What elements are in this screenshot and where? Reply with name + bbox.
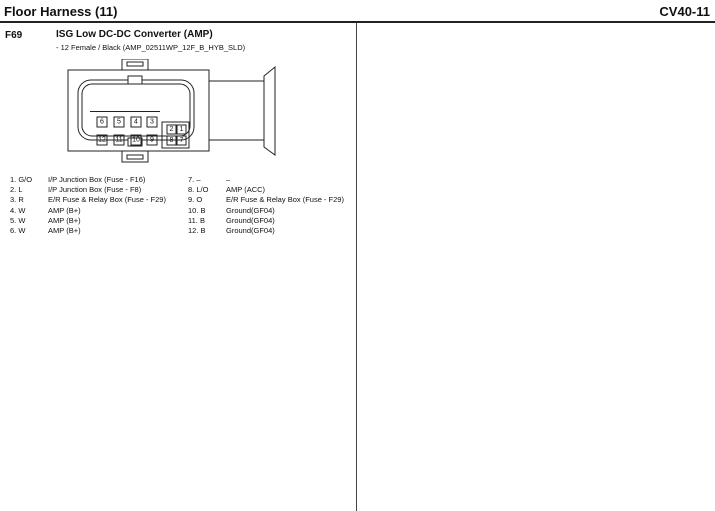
pin-label: 1 bbox=[180, 126, 184, 133]
pin-destination: AMP (B+) bbox=[48, 225, 81, 235]
pin-4 bbox=[130, 116, 142, 128]
pin-label: 5 bbox=[117, 119, 121, 126]
pin-destination: I/P Junction Box (Fuse - F8) bbox=[48, 185, 142, 195]
page-code: CV40-11 bbox=[659, 4, 710, 19]
pin-6 bbox=[96, 116, 108, 128]
pin-8 bbox=[166, 135, 177, 146]
pin-number: 12. B bbox=[188, 225, 206, 235]
pin-number: 10. B bbox=[188, 205, 206, 215]
pin-label: 3 bbox=[150, 119, 154, 126]
pin-destination: AMP (ACC) bbox=[226, 185, 266, 195]
pin-destination: Ground(GF04) bbox=[226, 215, 275, 225]
pin-number: 7. – bbox=[188, 175, 201, 184]
pin-number: 9. O bbox=[188, 195, 203, 205]
pin-11 bbox=[113, 134, 125, 146]
pin-7 bbox=[176, 135, 187, 146]
pin-number: 1. G/O bbox=[10, 175, 33, 184]
pin-label: 8 bbox=[170, 137, 174, 144]
pin-number: 6. W bbox=[10, 225, 26, 235]
page-title: Floor Harness (11) bbox=[4, 4, 118, 19]
pin-number: 8. L/O bbox=[188, 185, 209, 195]
pin-label: 9 bbox=[150, 137, 154, 144]
pin-destination: E/R Fuse & Relay Box (Fuse - F29) bbox=[48, 195, 166, 205]
pin-number: 2. L bbox=[10, 185, 23, 195]
wire-guide bbox=[209, 65, 276, 156]
pin-destination: – bbox=[226, 175, 231, 184]
pin-row: 1. G/O I/P Junction Box (Fuse - F16) 7. … bbox=[10, 175, 355, 185]
pin-label: 11 bbox=[115, 137, 122, 144]
pin-3 bbox=[146, 116, 158, 128]
pin-number: 4. W bbox=[10, 205, 26, 215]
pin-label: 10 bbox=[132, 137, 140, 144]
connector-diagram: 6 5 4 3 2 1 12 11 10 9 8 7 bbox=[67, 59, 276, 163]
pin-number: 3. R bbox=[10, 195, 24, 205]
bottom-latch bbox=[121, 150, 149, 163]
connector-name: ISG Low DC-DC Converter (AMP) bbox=[56, 29, 213, 40]
pin-label: 6 bbox=[100, 119, 104, 126]
pin-row: 5. W AMP (B+) 11. B Ground(GF04) bbox=[10, 216, 355, 226]
pin-2 bbox=[166, 124, 177, 135]
pin-destination: I/P Junction Box (Fuse - F16) bbox=[48, 175, 146, 184]
pin-number: 11. B bbox=[188, 215, 205, 225]
pin-destination: AMP (B+) bbox=[48, 205, 81, 215]
pin-destination: E/R Fuse & Relay Box (Fuse - F29) bbox=[226, 195, 344, 205]
connector-id: F69 bbox=[5, 30, 23, 41]
pin-row: 6. W AMP (B+) 12. B Ground(GF04) bbox=[10, 226, 355, 236]
pin-row: 2. L I/P Junction Box (Fuse - F8) 8. L/O… bbox=[10, 185, 355, 195]
connector-body bbox=[67, 69, 210, 152]
pin-9 bbox=[146, 134, 158, 146]
pin-12 bbox=[96, 134, 108, 146]
top-latch bbox=[121, 59, 149, 71]
empty-panel bbox=[357, 23, 715, 511]
pin-label: 4 bbox=[134, 119, 138, 126]
pin-row: 3. R E/R Fuse & Relay Box (Fuse - F29) 9… bbox=[10, 195, 355, 205]
pin-destination: Ground(GF04) bbox=[226, 205, 275, 215]
pin-number: 5. W bbox=[10, 215, 26, 225]
pin-label: 12 bbox=[98, 137, 106, 144]
pin-label: 7 bbox=[180, 137, 184, 144]
connector-panel: F69 ISG Low DC-DC Converter (AMP) - 12 F… bbox=[0, 23, 357, 511]
pin-1 bbox=[176, 124, 187, 135]
pin-destination: AMP (B+) bbox=[48, 215, 81, 225]
page-header: Floor Harness (11) CV40-11 bbox=[0, 0, 715, 23]
pin-row: 4. W AMP (B+) 10. B Ground(GF04) bbox=[10, 206, 355, 216]
pin-10 bbox=[130, 134, 142, 146]
pin-table: 1. G/O I/P Junction Box (Fuse - F16) 7. … bbox=[10, 175, 355, 236]
pin-label: 2 bbox=[170, 126, 174, 133]
connector-description: - 12 Female / Black (AMP_02511WP_12F_B_H… bbox=[56, 43, 246, 52]
pin-destination: Ground(GF04) bbox=[226, 225, 275, 235]
pin-5 bbox=[113, 116, 125, 128]
